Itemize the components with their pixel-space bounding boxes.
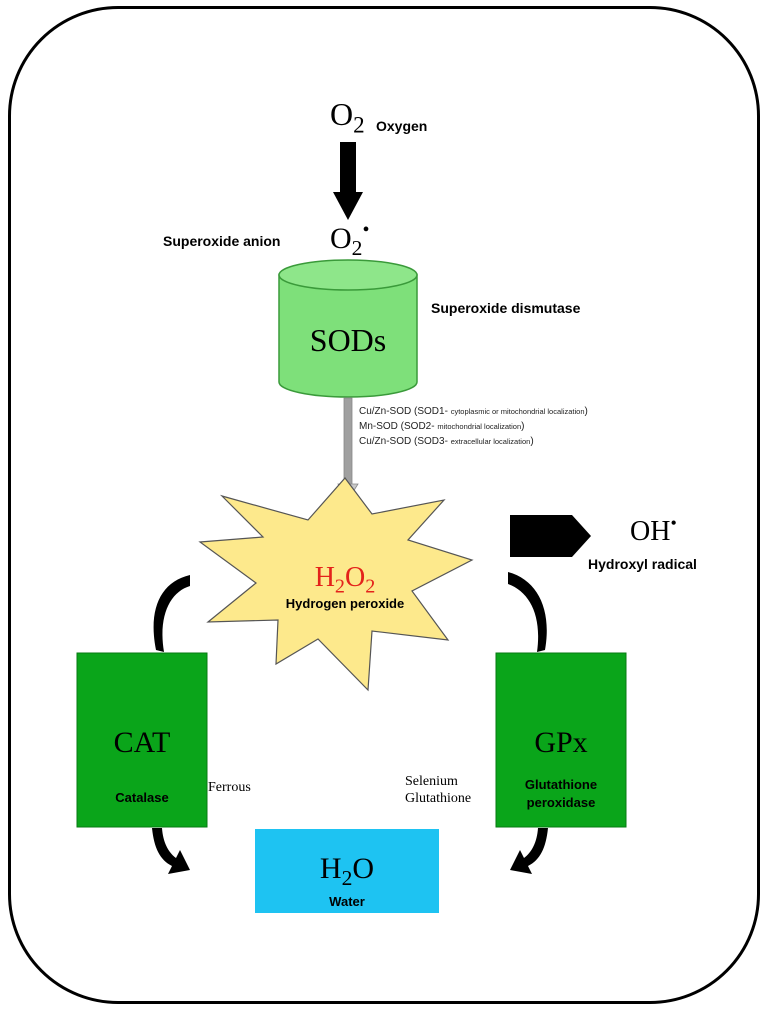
hydroxyl-arrow: [510, 515, 591, 557]
cat-to-water-curve: [152, 828, 190, 874]
sod-label: SODs: [309, 322, 387, 358]
sod-isoform-3: Cu/Zn-SOD (SOD3- extracellular localizat…: [359, 436, 534, 447]
gpx-label: GPx: [534, 726, 588, 759]
oxygen-label: Oxygen: [376, 118, 428, 134]
gpx-name-line2: peroxidase: [526, 795, 596, 810]
oxygen-formula: O2: [330, 96, 365, 138]
water-formula: H2O: [319, 852, 375, 890]
gpx-cofactor-line2: Glutathione: [405, 791, 472, 806]
cat-name: Catalase: [115, 790, 169, 805]
sod-isoform-1: Cu/Zn-SOD (SOD1- cytoplasmic or mitochon…: [359, 406, 588, 417]
water-label: Water: [329, 894, 365, 909]
gpx-cofactor-line1: Selenium: [405, 774, 458, 789]
cat-cofactor: Ferrous: [208, 780, 251, 795]
gpx-name-line1: Glutathione: [524, 777, 598, 792]
hydroxyl-label: Hydroxyl radical: [588, 556, 697, 572]
cat-label: CAT: [113, 726, 171, 759]
oxygen-down-arrow: [333, 142, 363, 220]
gpx-to-water-curve: [510, 828, 548, 874]
sod-isoform-list: Cu/Zn-SOD (SOD1- cytoplasmic or mitochon…: [359, 404, 588, 449]
h2o2-star-burst: [198, 477, 474, 692]
cat-box: [76, 652, 208, 828]
diagram-frame: [8, 6, 760, 1004]
hydroxyl-formula: OH•: [630, 513, 677, 547]
h2o2-label: Hydrogen peroxide: [285, 596, 405, 611]
water-box: [255, 829, 439, 913]
gpx-name: Glutathione peroxidase: [496, 776, 626, 812]
h2o2-formula: H2O2: [314, 562, 376, 598]
superoxide-label: Superoxide anion: [163, 233, 281, 249]
sod-name: Superoxide dismutase: [431, 300, 581, 316]
h2o2-to-gpx-curve: [508, 572, 547, 652]
h2o2-to-cat-curve: [153, 575, 190, 652]
sod-isoform-2: Mn-SOD (SOD2- mitochondrial localization…: [359, 421, 525, 432]
superoxide-formula: O2•: [330, 219, 370, 260]
sod-cylinder: [278, 259, 418, 398]
gpx-box: [495, 652, 627, 828]
gpx-cofactor: Selenium Glutathione: [405, 773, 471, 807]
